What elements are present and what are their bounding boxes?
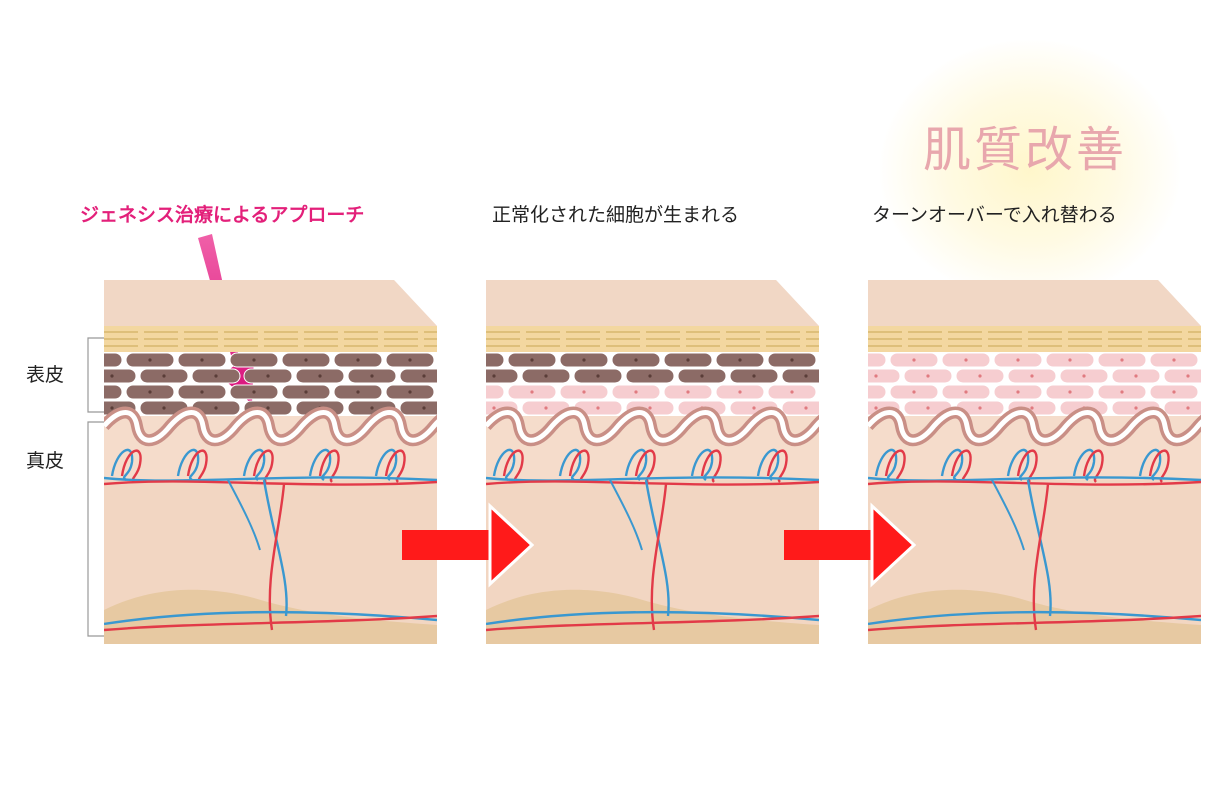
caption-normalized-cells: 正常化された細胞が生まれる: [492, 204, 740, 226]
layer-bracket: [87, 337, 104, 637]
skin-cell: [868, 384, 887, 400]
skin-panel-middle: [486, 280, 819, 644]
artery: [868, 480, 1201, 486]
skin-cell: [868, 352, 887, 368]
skin-cell: [104, 368, 137, 384]
arrow-right-1: [402, 502, 534, 588]
skin-cell: [1163, 368, 1201, 384]
skin-cell: [1163, 400, 1201, 416]
headline-glow: [880, 40, 1180, 300]
skin-cell: [868, 368, 901, 384]
vein: [868, 476, 1201, 482]
vein: [486, 476, 819, 482]
skin-cell: [781, 368, 819, 384]
arrow-right-2: [784, 502, 916, 588]
skin-cell: [486, 384, 505, 400]
label-epidermis: 表皮: [26, 364, 65, 386]
skin-cell: [781, 400, 819, 416]
skin-panel-before: [104, 280, 437, 644]
skin-panel-after: [868, 280, 1201, 644]
skin-cell: [486, 368, 519, 384]
vein: [104, 476, 437, 482]
artery: [104, 480, 437, 486]
skin-cell: [104, 352, 123, 368]
skin-cell: [486, 352, 505, 368]
skin-cell: [104, 384, 123, 400]
artery: [486, 480, 819, 486]
caption-genesis-approach: ジェネシス治療によるアプローチ: [80, 204, 365, 226]
skin-cell: [399, 400, 437, 416]
caption-turnover: ターンオーバーで入れ替わる: [872, 204, 1117, 226]
headline: 肌質改善: [922, 122, 1127, 178]
skin-cell: [399, 368, 437, 384]
label-dermis: 真皮: [26, 450, 65, 472]
